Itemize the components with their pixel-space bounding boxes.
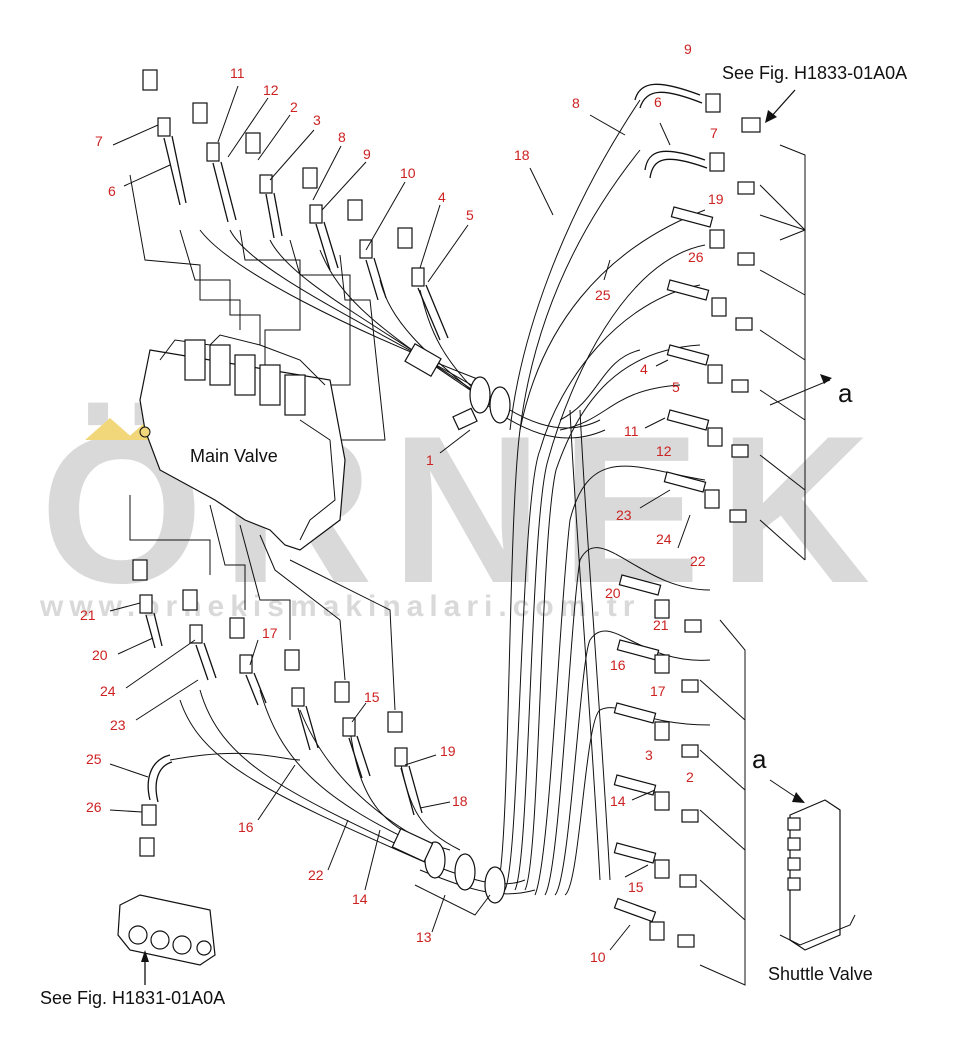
callout-10-right: 10 <box>590 949 606 965</box>
tube-bundle <box>169 99 711 896</box>
callout-24-right: 24 <box>656 531 672 547</box>
callout-1: 1 <box>426 452 434 468</box>
callout-3-right: 3 <box>645 747 653 763</box>
callout-21-right: 21 <box>653 617 669 633</box>
callout-7: 7 <box>95 133 103 149</box>
callout-17-left: 17 <box>262 625 278 641</box>
callout-25-left: 25 <box>86 751 102 767</box>
callout-15-right: 15 <box>628 879 644 895</box>
callout-17-right: 17 <box>650 683 666 699</box>
arrow-letter-lower: a <box>752 744 767 774</box>
callout-6-right: 6 <box>654 94 662 110</box>
callout-4-right: 4 <box>640 361 648 377</box>
arrow-letter-upper: a <box>838 378 853 408</box>
callout-2-right: 2 <box>686 769 694 785</box>
callout-21-left: 21 <box>80 607 96 623</box>
callout-8: 8 <box>338 129 346 145</box>
right-fittings <box>613 83 761 948</box>
callout-5-right: 5 <box>672 379 680 395</box>
see-fig-top-label: See Fig. H1833-01A0A <box>722 63 907 83</box>
callout-11-right: 11 <box>624 423 639 439</box>
callout-23-left: 23 <box>110 717 126 733</box>
callout-15-left: 15 <box>364 689 380 705</box>
lower-left-fittings <box>132 559 423 857</box>
callout-20-left: 20 <box>92 647 108 663</box>
callout-numbers: 7 6 11 12 2 3 8 9 10 4 5 18 1 8 6 9 7 19… <box>80 41 724 965</box>
callout-6: 6 <box>108 183 116 199</box>
callout-24-left: 24 <box>100 683 116 699</box>
callout-26-left: 26 <box>86 799 102 815</box>
see-fig-bottom-label: See Fig. H1831-01A0A <box>40 988 225 1008</box>
callout-12: 12 <box>263 82 279 98</box>
schematic-lines <box>129 144 831 986</box>
main-valve-label: Main Valve <box>190 446 278 466</box>
callout-22-right: 22 <box>690 553 706 569</box>
callout-7-right: 7 <box>710 125 718 141</box>
callout-20-right: 20 <box>605 585 621 601</box>
callout-25: 25 <box>595 287 611 303</box>
arrows <box>765 89 832 803</box>
shuttle-valve-body <box>779 799 856 951</box>
callout-11: 11 <box>230 65 245 81</box>
callout-18: 18 <box>514 147 530 163</box>
callout-26: 26 <box>688 249 704 265</box>
callout-leaders <box>109 85 691 951</box>
callout-13: 13 <box>416 929 432 945</box>
watermark-url: www.ornekismakinalari.com.tr <box>39 590 640 623</box>
bottom-left-valve-block <box>117 894 216 985</box>
callout-5: 5 <box>466 207 474 223</box>
callout-22-left: 22 <box>308 867 324 883</box>
callout-23-right: 23 <box>616 507 632 523</box>
callout-10: 10 <box>400 165 416 181</box>
callout-18-left: 18 <box>452 793 468 809</box>
clamp-upper <box>404 343 511 431</box>
shuttle-valve-label: Shuttle Valve <box>768 964 873 984</box>
callout-3: 3 <box>313 112 321 128</box>
callout-2: 2 <box>290 99 298 115</box>
callout-16-left: 16 <box>238 819 254 835</box>
callout-8-right: 8 <box>572 95 580 111</box>
callout-14-left: 14 <box>352 891 368 907</box>
callout-19-left: 19 <box>440 743 456 759</box>
callout-19: 19 <box>708 191 724 207</box>
main-valve-body: Main Valve <box>139 334 346 551</box>
callout-14-right: 14 <box>610 793 626 809</box>
watermark-accent-left <box>85 418 135 440</box>
callout-12-right: 12 <box>656 443 672 459</box>
callout-4: 4 <box>438 189 446 205</box>
callout-9: 9 <box>363 146 371 162</box>
callout-16-right: 16 <box>610 657 626 673</box>
callout-9-right: 9 <box>684 41 692 57</box>
clamp-lower <box>391 827 506 916</box>
